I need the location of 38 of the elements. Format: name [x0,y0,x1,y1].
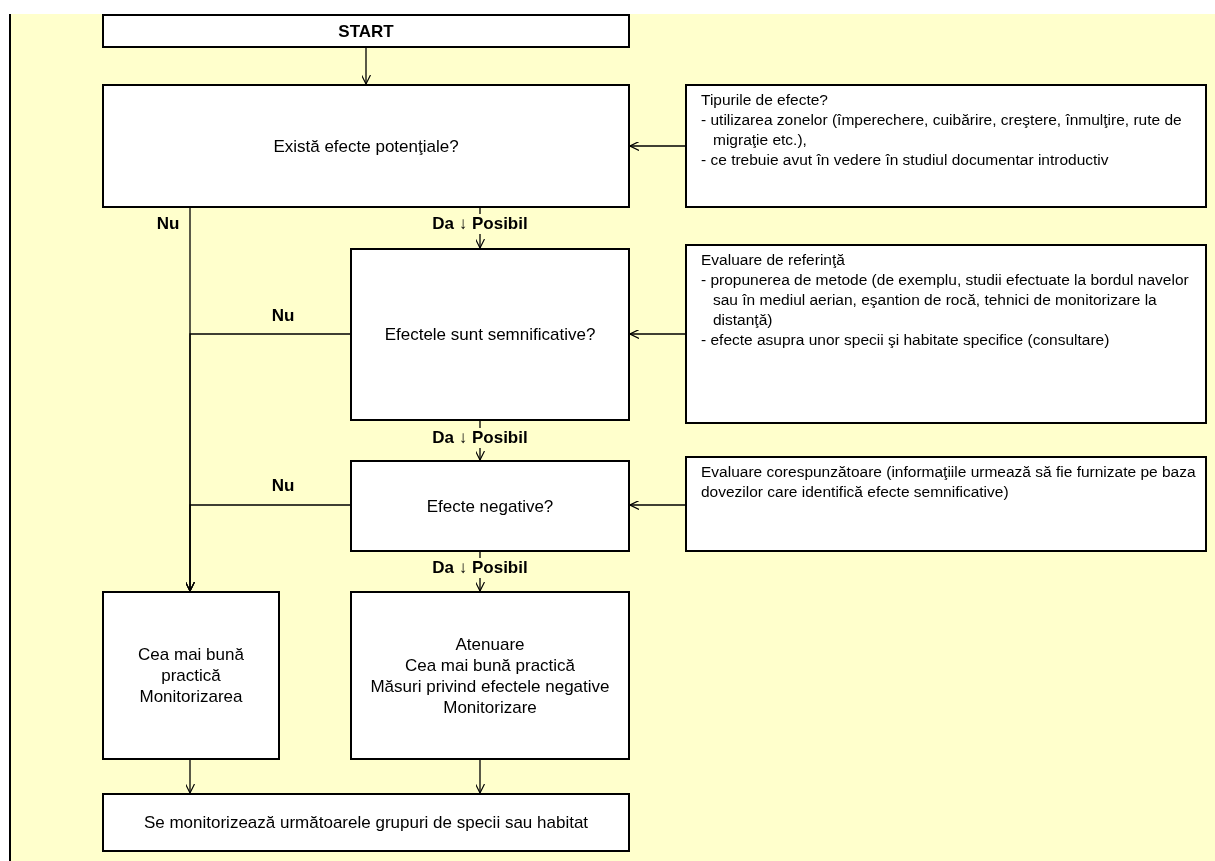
node-text: - efecte asupra unor specii şi habitate specifice (consultare) [701,330,1111,350]
note-box [685,456,1207,552]
arrow [184,759,196,794]
process-box [350,591,630,760]
node-text: Atenuare [455,633,525,655]
node-text: Tipurile de efecte? [701,90,829,110]
node-text: - utilizarea zonelor (împerechere, cuibărire, creştere, înmulţire, rute de migraţie etc.), [701,110,1183,150]
node-text: Monitorizare [443,696,537,718]
node-text: Măsuri privind efectele negative [370,675,610,697]
arrow [474,759,486,794]
node-text: - propunerea de metode (de exemplu, studii efectuate la bordul navelor sau în mediul aerian, eşantion de rocă, tehnici de monitorizare la distanţă) [701,270,1190,330]
arrow [629,140,686,152]
node-text: Se monitorizează următoarele grupuri de specii sau habitat [143,812,589,833]
node-text: Cea mai bună practică [137,644,245,686]
node-text: Efectele sunt semnificative? [384,324,596,345]
decision-box [350,248,630,421]
arrow [629,499,686,511]
arrow [629,328,686,340]
node-text: Evaluare de referinţă [701,250,846,270]
node-text: Cea mai bună practică [404,654,576,676]
process-box [102,591,280,760]
node-text: Există efecte potenţiale? [273,135,459,157]
start-box [102,14,630,48]
node-text: START [338,20,394,42]
edge-label: Da ↓ Posibil [430,214,530,234]
node-text: Efecte negative? [426,495,554,517]
node-text: - ce trebuie avut în vedere în studiul documentar introductiv [701,150,1110,170]
note-box [685,84,1207,208]
edge-label: Da ↓ Posibil [430,428,530,448]
edge-label: Da ↓ Posibil [430,558,530,578]
end-box [102,793,630,852]
arrow [360,47,372,85]
node-text: Monitorizarea [139,686,243,707]
arrow [184,504,351,592]
note-box [685,244,1207,424]
decision-box [350,460,630,552]
node-text: Evaluare corespunzătoare (informaţiile urmează să fie furnizate pe baza dovezilor care identifică efecte semnificative) [701,462,1197,502]
decision-box [102,84,630,208]
